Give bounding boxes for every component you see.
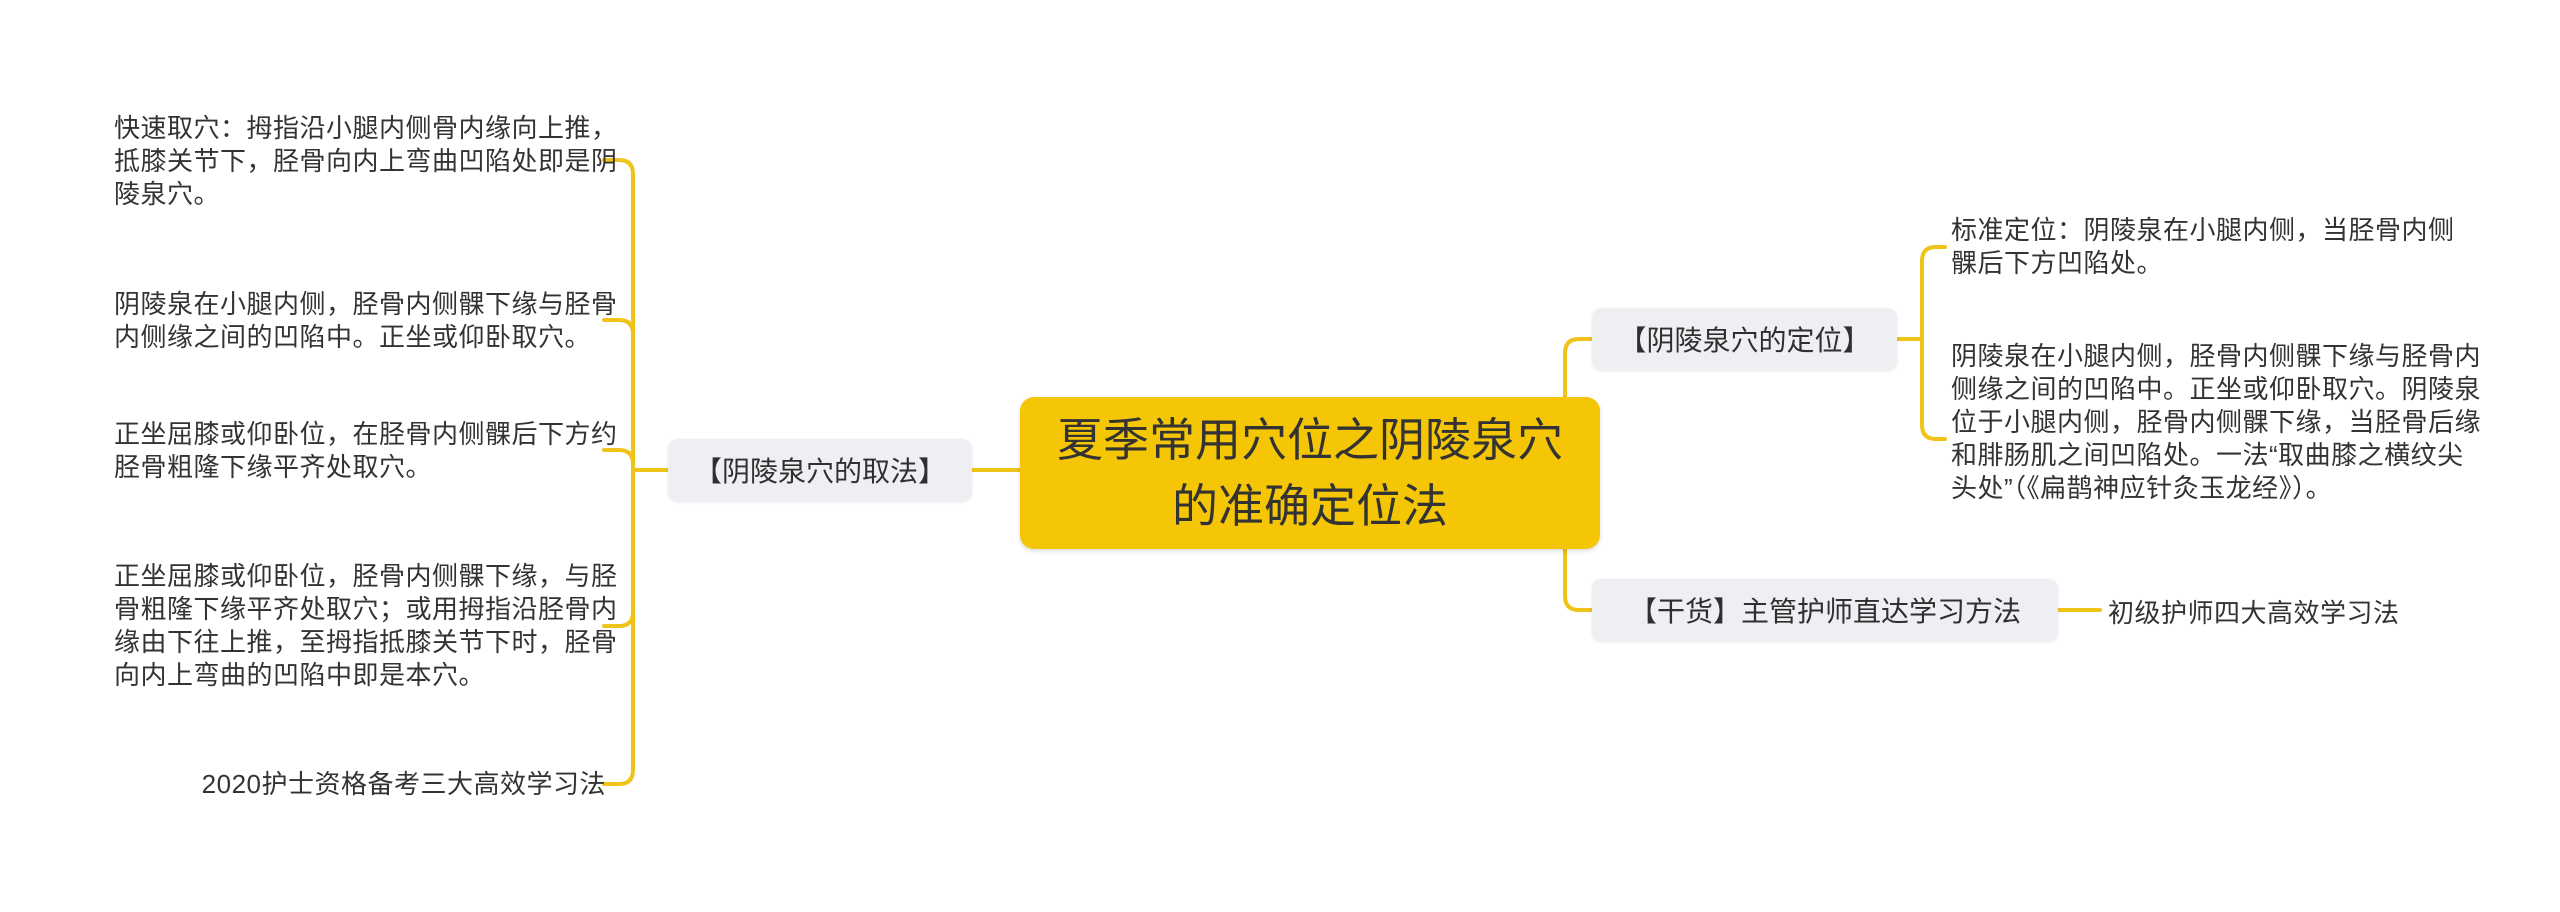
left-leaf-quick-locate[interactable]: 快速取穴：拇指沿小腿内侧骨内缘向上推，抵膝关节下，胫骨向内上弯曲凹陷处即是阴陵泉… — [114, 113, 618, 209]
left-leaf-sitting-method[interactable]: 正坐屈膝或仰卧位，在胫骨内侧髁后下方约胫骨粗隆下缘平齐处取穴。 — [114, 419, 618, 482]
left-stub-4 — [602, 610, 635, 628]
right-leaf-position-detail[interactable]: 阴陵泉在小腿内侧，胫骨内侧髁下缘与胫骨内侧缘之间的凹陷中。正坐或仰卧取穴。阴陵泉… — [1951, 341, 2482, 503]
left-leaf-study-method-link[interactable]: 2020护士资格备考三大高效学习法 — [201, 769, 606, 799]
left-leaf-detailed-method[interactable]: 正坐屈膝或仰卧位，胫骨内侧髁下缘，与胫骨粗隆下缘平齐处取穴；或用拇指沿胫骨内缘由… — [114, 561, 618, 690]
right-leaf-junior-nurse-methods[interactable]: 初级护师四大高效学习法 — [2108, 598, 2400, 628]
left-stub-3 — [602, 448, 635, 466]
left-leaf-location-desc[interactable]: 阴陵泉在小腿内侧，胫骨内侧髁下缘与胫骨内侧缘之间的凹陷中。正坐或仰卧取穴。 — [114, 289, 618, 352]
branch-node-acupoint-position[interactable]: 【阴陵泉穴的定位】 — [1592, 308, 1897, 370]
right-leaf-standard-position[interactable]: 标准定位：阴陵泉在小腿内侧，当胫骨内侧髁后下方凹陷处。 — [1951, 215, 2455, 278]
root-node-title[interactable]: 夏季常用穴位之阴陵泉穴的准确定位法 — [1020, 397, 1600, 549]
right-node1-bus — [1920, 245, 1947, 441]
branch-node-nurse-study[interactable]: 【干货】主管护师直达学习方法 — [1592, 579, 2058, 641]
left-stub-2 — [602, 318, 635, 336]
branch-node-acupoint-method[interactable]: 【阴陵泉穴的取法】 — [668, 439, 972, 501]
